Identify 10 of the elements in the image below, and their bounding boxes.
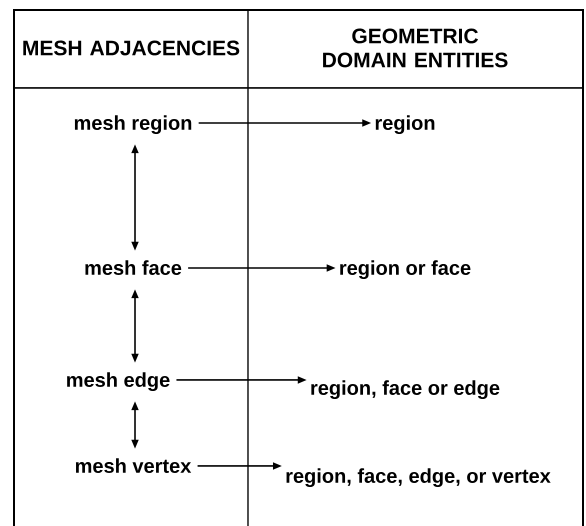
term-label: mesh face <box>85 260 182 275</box>
term-label: region, face or edge <box>311 380 500 400</box>
column-header: GEOMETRIC DOMAIN ENTITIES <box>323 28 508 68</box>
term-label: region <box>376 115 434 134</box>
term-label: mesh vertex <box>76 458 192 473</box>
term-label: mesh region <box>74 115 192 134</box>
column-header: MESH ADJACENCIES <box>23 40 240 56</box>
term-label: region, face, edge, or vertex <box>286 468 551 488</box>
term-label: region or face <box>340 260 470 280</box>
term-label: mesh edge <box>67 372 170 392</box>
